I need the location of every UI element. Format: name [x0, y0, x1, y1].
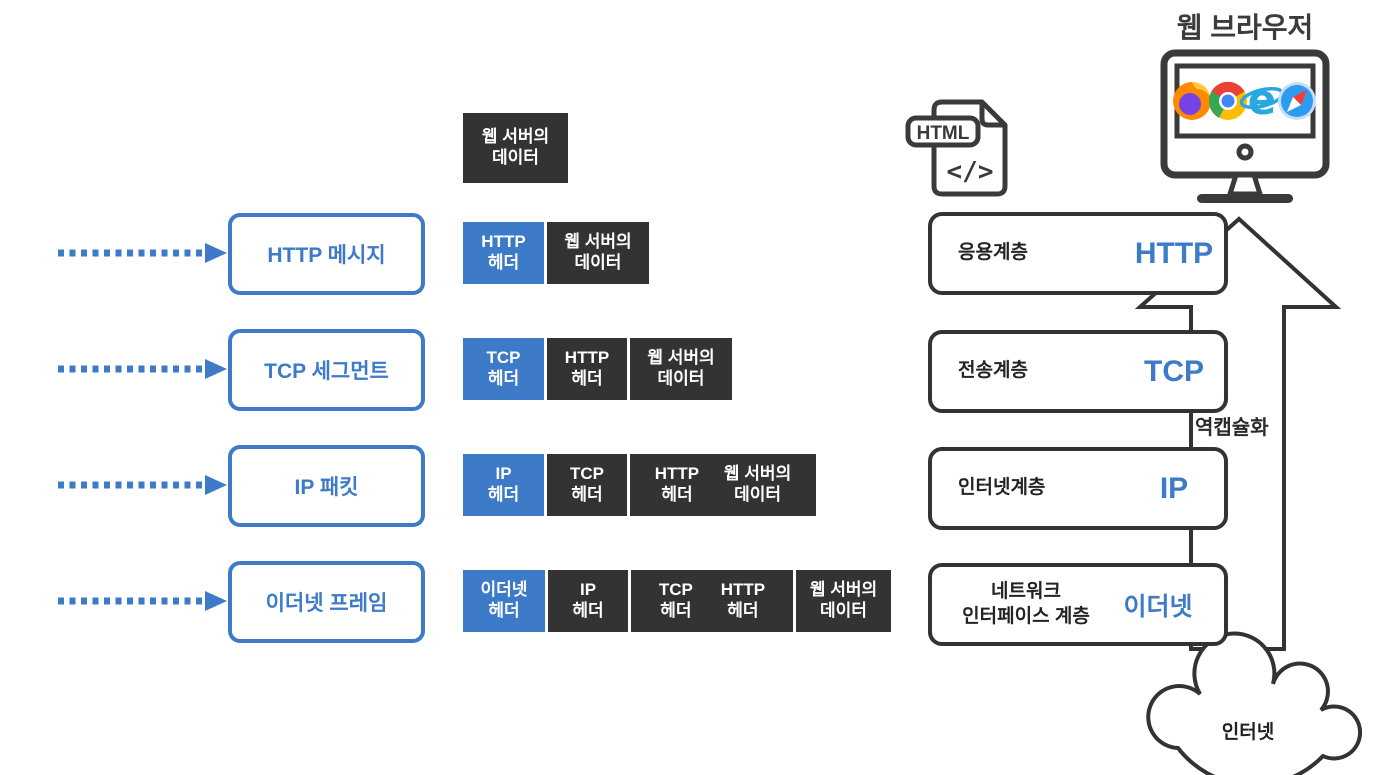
internet-cloud-icon	[1146, 631, 1363, 775]
packet-box-http-message: HTTP 메시지	[228, 213, 425, 295]
packet-label: TCP 세그먼트	[264, 360, 389, 383]
layer-name: 네트워크 인터페이스 계층	[962, 580, 1090, 627]
chrome-icon	[1208, 81, 1247, 120]
segment-label: 웹 서버의 데이터	[809, 580, 878, 620]
segment-label: HTTP 헤더	[720, 580, 766, 620]
segment-label: 웹 서버의 데이터	[723, 464, 792, 504]
internet-cloud-label: 인터넷	[1221, 722, 1275, 743]
segment-label: 이더넷 헤더	[480, 580, 528, 620]
segment-tcp-and-http: TCP 헤더 HTTP 헤더	[631, 570, 793, 632]
stack-box-network-interface-layer: 네트워크 인터페이스 계층 이더넷	[928, 563, 1228, 646]
packet-box-tcp-segment: TCP 세그먼트	[228, 329, 425, 411]
packet-box-ethernet-frame: 이더넷 프레임	[228, 561, 425, 643]
segment-web-data: 웹 서버의 데이터	[547, 222, 649, 284]
layer-protocol: HTTP	[1134, 236, 1214, 270]
safari-icon	[1278, 82, 1316, 120]
segment-http-header: HTTP 헤더	[463, 222, 544, 284]
code-glyph: </>	[947, 157, 994, 187]
segment-label: TCP 헤더	[570, 464, 604, 504]
internet-explorer-icon: e	[1239, 75, 1285, 124]
packet-label: HTTP 메시지	[267, 244, 386, 267]
segment-label: HTTP 헤더	[481, 232, 526, 272]
layer-protocol: TCP	[1144, 354, 1204, 388]
firefox-icon	[1173, 82, 1211, 120]
stack-box-transport-layer: 전송계층 TCP	[928, 330, 1228, 413]
segment-http-and-data: HTTP 헤더 웹 서버의 데이터	[630, 454, 816, 516]
segment-label: 웹 서버의 데이터	[647, 348, 715, 388]
dotted-arrows	[58, 249, 204, 605]
segment-label: HTTP 헤더	[564, 348, 610, 388]
packet-label: IP 패킷	[294, 476, 359, 499]
layer-name: 전송계층	[958, 360, 1028, 382]
segment-label: TCP 헤더	[486, 348, 521, 388]
segment-label: 웹 서버의 데이터	[481, 127, 550, 167]
segment-label: HTTP 헤더	[654, 464, 700, 504]
packet-box-ip-packet: IP 패킷	[228, 445, 425, 527]
segment-tcp-header: TCP 헤더	[463, 338, 544, 400]
dotted-arrowheads	[205, 243, 227, 611]
segment-web-data: 웹 서버의 데이터	[796, 570, 891, 632]
stack-box-application-layer: 응용계층 HTTP	[928, 212, 1228, 295]
stack-box-internet-layer: 인터넷계층 IP	[928, 447, 1228, 530]
web-browser-monitor-icon: e	[1160, 49, 1330, 203]
svg-text:e: e	[1248, 75, 1277, 124]
encapsulation-row-data: 웹 서버의 데이터	[463, 113, 568, 183]
html-badge-text: HTML	[917, 123, 970, 144]
layer-name: 인터넷계층	[958, 477, 1046, 499]
encapsulation-row-http: HTTP 헤더 웹 서버의 데이터	[463, 222, 649, 284]
layer-protocol: IP	[1159, 471, 1189, 505]
packet-label: 이더넷 프레임	[265, 592, 388, 615]
segment-web-data: 웹 서버의 데이터	[630, 338, 732, 400]
encapsulation-row-tcp: TCP 헤더 HTTP 헤더 웹 서버의 데이터	[463, 338, 732, 400]
web-browser-title: 웹 브라우저	[1176, 12, 1314, 43]
layer-protocol: 이더넷	[1123, 592, 1193, 621]
segment-label: IP 헤더	[487, 464, 520, 504]
segment-ip-header: IP 헤더	[463, 454, 544, 516]
encapsulation-row-ip: IP 헤더 TCP 헤더 HTTP 헤더 웹 서버의 데이터	[463, 454, 816, 516]
segment-label: 웹 서버의 데이터	[564, 232, 632, 272]
layer-name: 응용계층	[958, 242, 1028, 264]
segment-ip-header: IP 헤더	[548, 570, 628, 632]
segment-label: TCP 헤더	[658, 580, 693, 620]
segment-web-data: 웹 서버의 데이터	[463, 113, 568, 183]
segment-label: IP 헤더	[572, 580, 604, 620]
encapsulation-row-ethernet: 이더넷 헤더 IP 헤더 TCP 헤더 HTTP 헤더 웹 서버의 데이터	[463, 570, 891, 632]
decapsulation-label: 역캡슐화	[1195, 417, 1269, 439]
segment-ethernet-header: 이더넷 헤더	[463, 570, 545, 632]
segment-tcp-header: TCP 헤더	[547, 454, 627, 516]
html-file-icon: HTML </>	[905, 99, 1008, 197]
segment-http-header: HTTP 헤더	[547, 338, 627, 400]
